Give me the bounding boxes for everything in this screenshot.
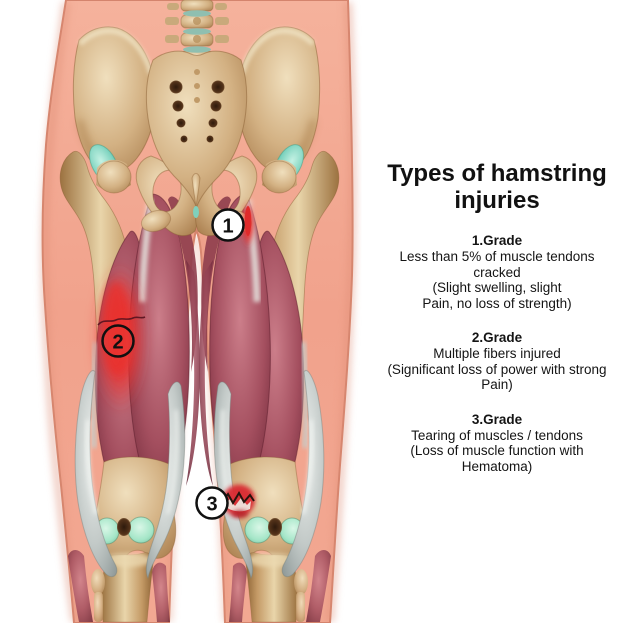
marker-1: 1	[211, 208, 245, 242]
grade-2-line: Pain)	[481, 377, 513, 392]
grade-3-line: (Loss of muscle function with	[410, 443, 584, 458]
grade-3-line: Tearing of muscles / tendons	[411, 427, 583, 443]
marker-2: 2	[101, 324, 135, 358]
grade-2-heading: 2.Grade	[471, 330, 523, 345]
grade-1-line: cracked	[473, 264, 521, 280]
grade-3-line: Hematoma)	[461, 458, 533, 474]
grade-1-line: Pain, no loss of strength)	[422, 295, 572, 311]
grade-section-1: 1.Grade Less than 5% of muscle tendons c…	[370, 233, 624, 311]
coccyx	[191, 173, 201, 218]
marker-3: 3	[195, 486, 229, 520]
page-title: Types of hamstring injuries	[387, 160, 607, 214]
grade-section-2: 2.Grade Multiple fibers injured (Signifi…	[370, 330, 624, 393]
info-panel: Types of hamstring injuries 1.Grade Less…	[370, 0, 624, 623]
injury-grade3-tear	[220, 484, 256, 518]
marker-2-circle	[101, 324, 135, 358]
marker-1-circle	[211, 208, 245, 242]
grade-3-heading: 3.Grade	[471, 411, 523, 427]
pelvis	[73, 0, 319, 236]
grade-1-line: Less than 5% of muscle tendons	[399, 249, 595, 264]
grade-2-line: (Significant loss of power with strong	[387, 361, 607, 377]
sacrum	[145, 50, 248, 207]
grade-1-line: (Slight swelling, slight	[432, 280, 562, 295]
injury-grade2-patch	[94, 264, 146, 412]
grade-1-heading: 1.Grade	[471, 233, 523, 248]
hamstring-illustration: 1 2 3	[41, 0, 356, 623]
grade-section-3: 3.Grade Tearing of muscles / tendons (Lo…	[370, 412, 624, 475]
fiber-crack-squiggle	[97, 316, 146, 326]
marker-3-label: 3	[206, 494, 217, 516]
marker-1-label: 1	[222, 216, 233, 238]
marker-3-circle	[195, 486, 229, 520]
grade-2-line: Multiple fibers injured	[433, 346, 561, 361]
injury-grade1-strain	[241, 200, 255, 248]
marker-2-label: 2	[112, 332, 123, 354]
